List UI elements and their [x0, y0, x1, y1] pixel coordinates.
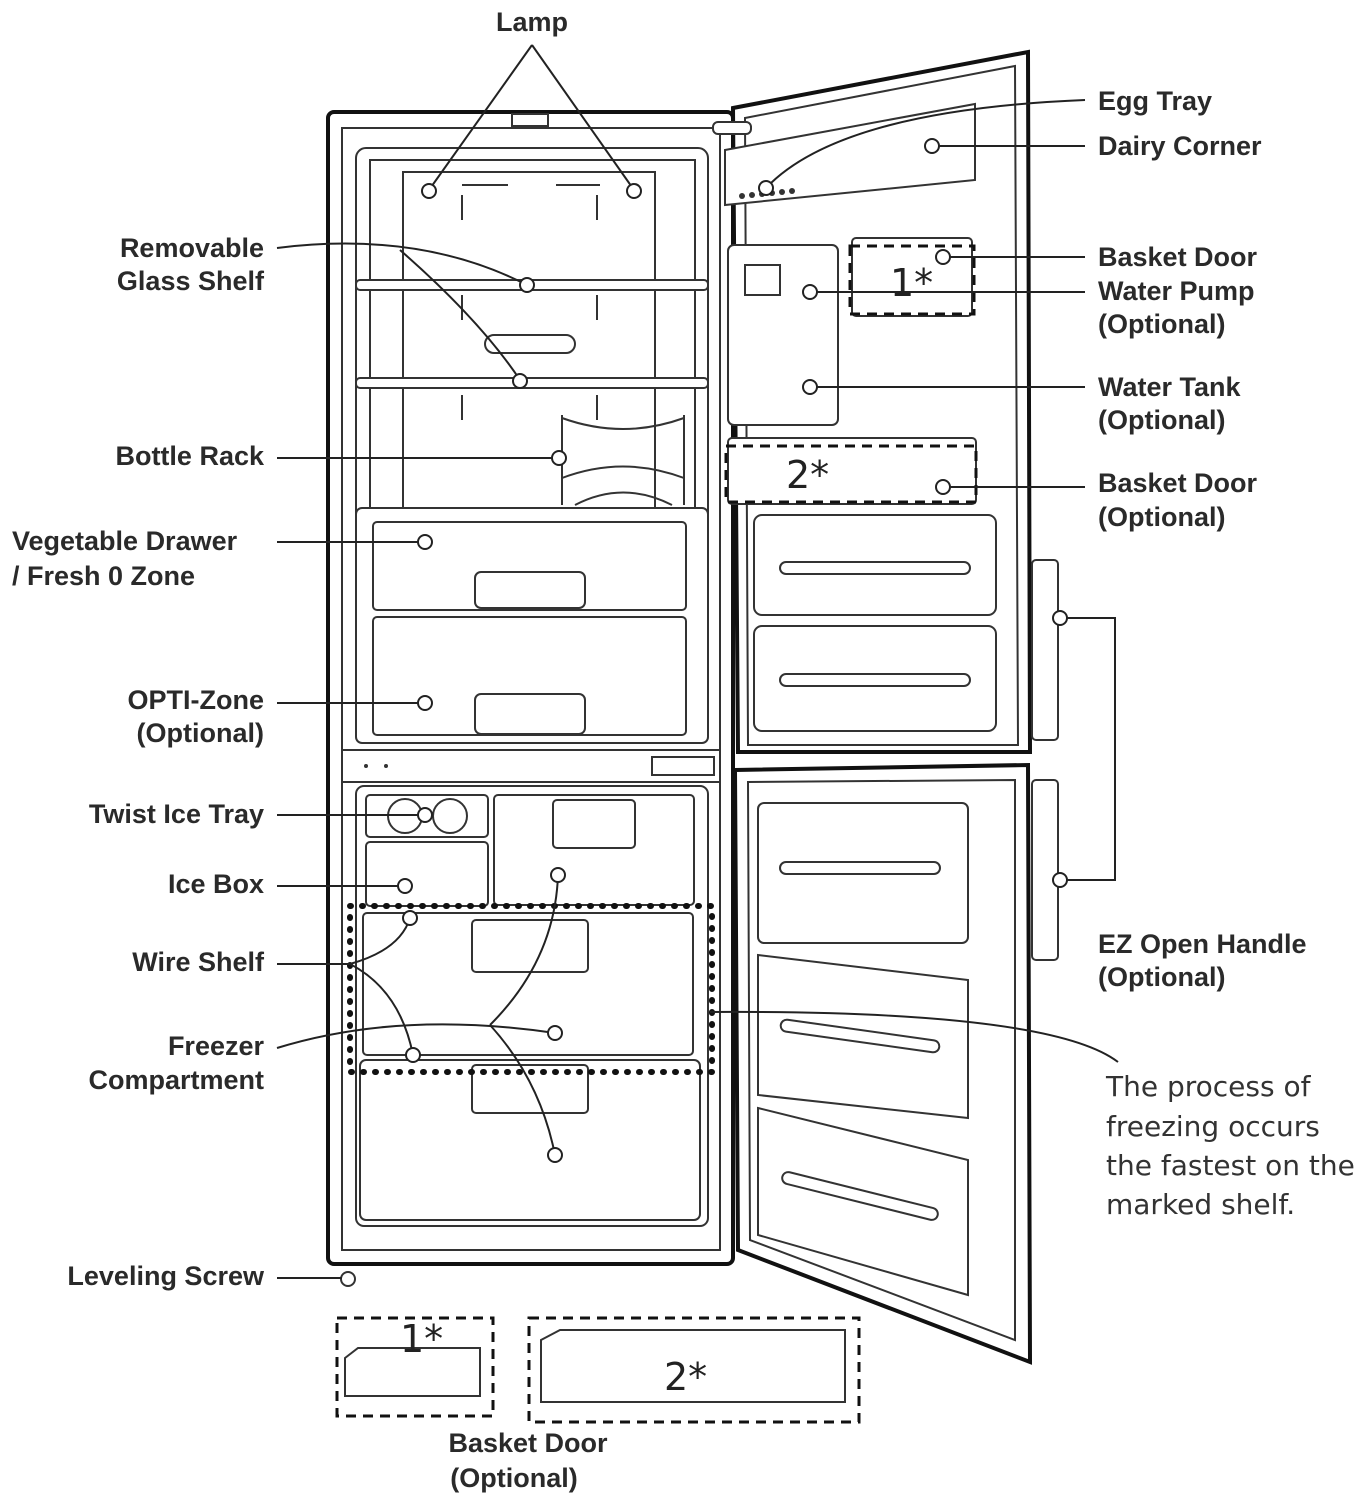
label-basket-door-mid-optional: (Optional) [1098, 502, 1225, 532]
freezer-door [732, 762, 1059, 1365]
basket-marker-1-bottom: 1* [400, 1317, 443, 1361]
fast-freezing-marked-shelf [347, 903, 715, 1075]
label-compartment: Compartment [88, 1065, 264, 1095]
label-basket-door-top: Basket Door [1098, 242, 1258, 272]
note-line-1: The process of [1105, 1070, 1312, 1103]
label-water-pump: Water Pump [1098, 276, 1255, 306]
basket-door-middle [727, 437, 977, 505]
label-ez-open-handle: EZ Open Handle [1098, 929, 1307, 959]
basket-door-large [540, 1329, 846, 1403]
vegetable-drawer [372, 521, 687, 611]
label-water-tank: Water Tank [1098, 372, 1242, 402]
label-twist-ice-tray: Twist Ice Tray [89, 799, 264, 829]
basket-door-small [344, 1347, 481, 1397]
label-ez-open-handle-optional: (Optional) [1098, 962, 1225, 992]
label-opti-zone-optional: (Optional) [137, 718, 264, 748]
label-basket-door-mid: Basket Door [1098, 468, 1258, 498]
label-removable: Removable [120, 233, 264, 263]
label-bottle-rack: Bottle Rack [115, 441, 265, 471]
labels: Lamp Egg Tray Dairy Corner Basket Door W… [12, 7, 1355, 1493]
ice-box [365, 841, 489, 907]
label-basket-door-bottom: Basket Door [448, 1428, 608, 1458]
label-opti-zone: OPTI-Zone [128, 685, 265, 715]
fridge-door: 1* 2* [712, 49, 1059, 754]
label-dairy-corner: Dairy Corner [1098, 131, 1262, 161]
basket-marker-2-bottom: 2* [664, 1355, 707, 1399]
leveling-screw [340, 1271, 356, 1287]
note-line-3: the fastest on the [1106, 1149, 1355, 1182]
note-line-2: freezing occurs [1106, 1110, 1320, 1143]
cabinet [326, 110, 735, 1287]
glass-shelf-lower [355, 377, 709, 389]
label-egg-tray: Egg Tray [1098, 86, 1212, 116]
label-wire-shelf: Wire Shelf [132, 947, 265, 977]
callout-lines [276, 44, 1119, 1279]
dairy-corner [724, 102, 976, 207]
label-freezer: Freezer [168, 1031, 265, 1061]
label-vegetable-drawer: Vegetable Drawer [12, 526, 238, 556]
ez-open-handle-upper [1031, 559, 1059, 741]
label-ice-box: Ice Box [168, 869, 264, 899]
label-leveling-screw: Leveling Screw [67, 1261, 265, 1291]
basket-marker-1: 1* [890, 261, 933, 305]
label-glass-shelf: Glass Shelf [117, 266, 265, 296]
label-basket-door-bottom-optional: (Optional) [450, 1463, 577, 1493]
label-lamp: Lamp [496, 7, 568, 37]
label-water-tank-optional: (Optional) [1098, 405, 1225, 435]
basket-marker-2: 2* [786, 453, 829, 497]
ez-open-handle-lower [1031, 779, 1059, 961]
label-water-pump-optional: (Optional) [1098, 309, 1225, 339]
label-fresh-zone: / Fresh 0 Zone [12, 561, 195, 591]
bottom-baskets: 1* 2* [335, 1316, 861, 1424]
note-line-4: marked shelf. [1106, 1188, 1295, 1221]
